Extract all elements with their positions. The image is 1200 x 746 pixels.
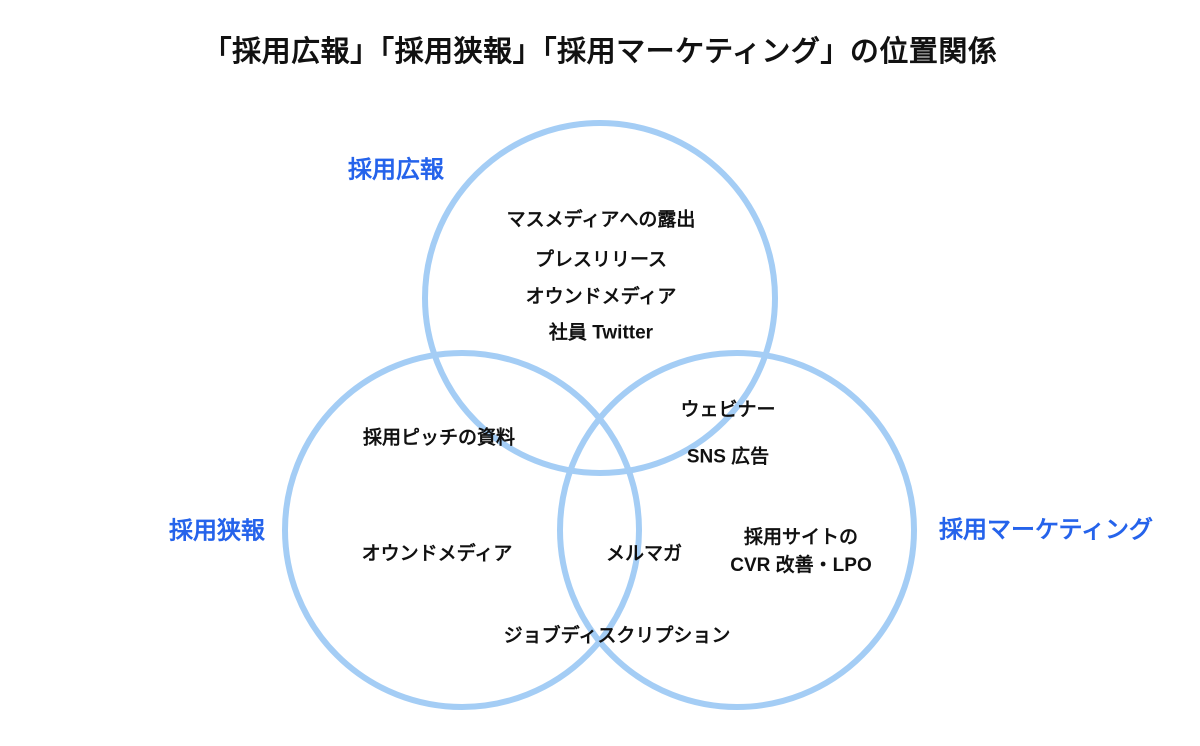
circle-recruitment-marketing [557,350,917,710]
item-press-release: プレスリリース [534,249,668,271]
item-recruit-site-line2: CVR 改善・LPO [730,555,872,576]
set-label-recruitment-kyoho: 採用狭報 [169,517,265,545]
item-owned-media-top: オウンドメディア [525,286,677,308]
item-recruit-site-line1: 採用サイトの [743,527,859,548]
item-employee-twitter: 社員 Twitter [548,322,654,344]
item-owned-media-left: オウンドメディア [361,543,513,565]
page-title: 「採用広報」「採用狭報」「採用マーケティング」の位置関係 [202,36,998,68]
item-mass-media-exposure: マスメディアへの露出 [506,209,696,231]
item-sns-ads: SNS 広告 [686,446,770,468]
set-label-recruitment-pr: 採用広報 [348,156,444,184]
set-label-recruitment-marketing: 採用マーケティング [938,516,1154,544]
item-webinar: ウェビナー [680,399,776,421]
item-recruit-pitch-deck: 採用ピッチの資料 [362,427,516,449]
item-mail-magazine: メルマガ [605,543,683,565]
item-recruit-site-cvr-lpo: 採用サイトの CVR 改善・LPO [730,524,871,580]
item-job-description: ジョブディスクリプション [503,625,731,647]
